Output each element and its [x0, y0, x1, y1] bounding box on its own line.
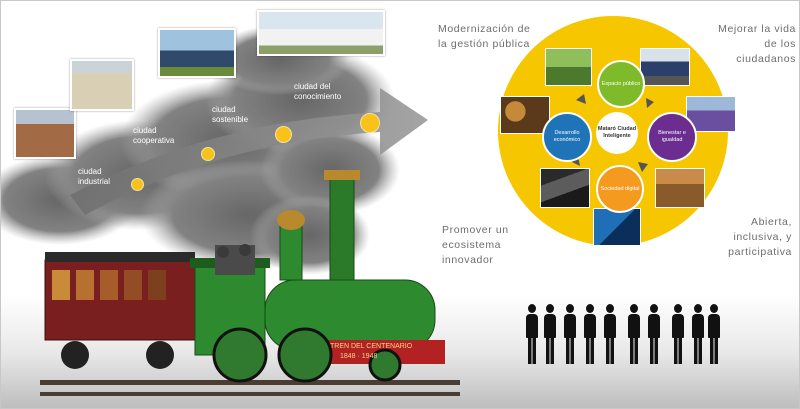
stage-label-industrial: ciudad industrial	[78, 167, 111, 186]
caption-top-left: Modernización de la gestión pública	[438, 23, 531, 50]
stage-dot-knowledge	[360, 113, 380, 133]
wagon	[44, 252, 196, 369]
thumb-bus	[640, 48, 690, 86]
thumb-wine-barrels	[500, 96, 550, 134]
caption-top-right: Mejorar la vida de los ciudadanos	[718, 23, 796, 65]
locomotive-graphic: TREN DEL CENTENARIO 1848 · 1948	[40, 170, 460, 396]
stage-dot-cooperative	[201, 147, 215, 161]
thumb-pipes	[540, 168, 590, 208]
photo-industrial	[14, 108, 76, 159]
node-public-space: Espacio público	[597, 60, 645, 108]
photo-knowledge	[257, 10, 385, 56]
stage-label-knowledge: ciudad del conocimiento	[294, 82, 342, 101]
arrow-top-left-icon	[576, 94, 586, 104]
locomotive-plate-line2: 1848 · 1948	[340, 353, 377, 360]
photo-sustainable	[158, 28, 236, 78]
caption-bottom-left: Promover un ecosistema innovador	[442, 224, 509, 266]
thumb-wooden-structure	[655, 168, 705, 208]
stage-label-cooperative: ciudad cooperativa	[133, 126, 175, 145]
stage-dot-sustainable	[275, 126, 292, 143]
locomotive-plate-line1: TREN DEL CENTENARIO	[330, 343, 413, 350]
node-economic-development: Desarrollo económico	[542, 112, 592, 162]
caption-bottom-right: Abierta, inclusiva, y participativa	[728, 216, 792, 258]
silhouette-people-icon	[520, 296, 720, 364]
node-center-smart-city: Mataró Ciudad Inteligente	[596, 112, 638, 154]
stage-label-sustainable: ciudad sostenible	[212, 105, 249, 124]
arrow-top-right-icon	[646, 98, 654, 108]
node-wellbeing-equality: Bienestar e igualdad	[647, 112, 697, 162]
locomotive-body	[190, 170, 445, 383]
photo-cooperative	[70, 59, 134, 111]
thumb-public-space-people	[545, 48, 592, 86]
arrow-bottom-right-icon	[638, 162, 648, 172]
stage-dot-industrial	[131, 178, 144, 191]
smoke-arrow-icon	[70, 88, 428, 215]
node-digital-society: Sociedad digital	[596, 165, 644, 213]
